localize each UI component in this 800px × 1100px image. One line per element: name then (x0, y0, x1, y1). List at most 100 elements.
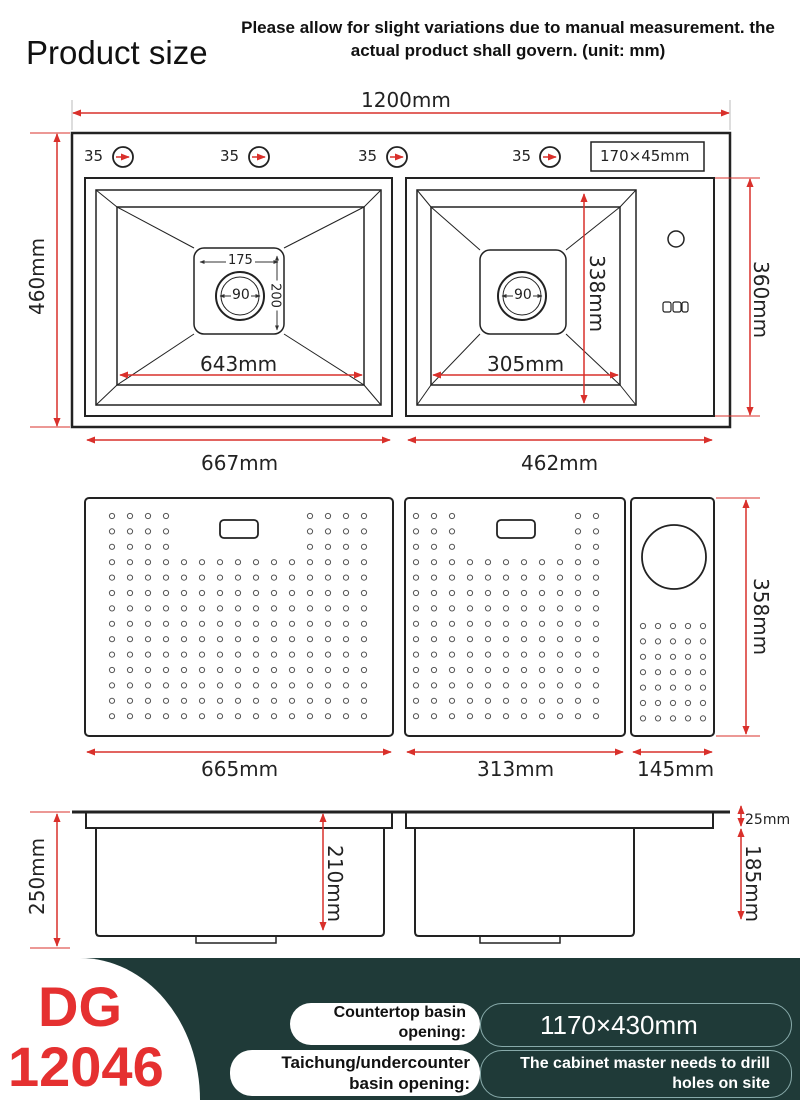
drain-hole (270, 620, 278, 627)
drain-hole (502, 574, 510, 581)
drain-hole (252, 574, 260, 581)
drain-hole (520, 574, 528, 581)
drain-hole (342, 528, 350, 535)
drain-hole (216, 589, 224, 597)
drain-hole (592, 605, 600, 612)
drain-hole (162, 697, 170, 704)
drain-hole (592, 512, 600, 520)
drain-hole (198, 713, 206, 720)
drain-hole (180, 620, 188, 627)
drain-hole (252, 636, 260, 643)
drain-hole (654, 715, 662, 722)
drain-hole (306, 559, 314, 566)
drain-hole (448, 666, 456, 674)
drain-hole (520, 682, 528, 689)
drain-hole (448, 559, 456, 566)
drain-hole (126, 697, 134, 704)
drain-hole (430, 636, 438, 643)
drain-hole (484, 605, 492, 612)
drain-hole (574, 666, 582, 674)
drain-hole (484, 636, 492, 643)
drain-hole (639, 684, 647, 691)
drain-hole (412, 589, 420, 597)
drain-hole (592, 589, 600, 597)
drain-hole (412, 620, 420, 627)
drain-hole (270, 651, 278, 658)
drain-hole (306, 512, 314, 520)
drain-hole (288, 620, 296, 627)
drain-hole (484, 574, 492, 581)
drain-hole (639, 622, 647, 630)
drain-hole (502, 589, 510, 597)
drain-hole (288, 682, 296, 689)
drain-hole (198, 697, 206, 704)
drain-hole (360, 620, 368, 627)
drain-hole (324, 605, 332, 612)
drain-hole (484, 666, 492, 674)
right-depth-label: 360mm (749, 261, 773, 339)
drain-hole (252, 589, 260, 597)
left-drain-diameter: 90 (231, 287, 251, 303)
faucet-hole-2: 35 (220, 147, 240, 165)
drain-hole (252, 682, 260, 689)
drain-hole (306, 697, 314, 704)
drain-hole (270, 636, 278, 643)
drain-hole (180, 682, 188, 689)
drain-hole (306, 666, 314, 674)
drain-hole (360, 574, 368, 581)
drain-hole (108, 620, 116, 627)
right-outer-width-label: 462mm (521, 451, 599, 475)
drain-hole (574, 620, 582, 627)
model-code-line1: DG (38, 975, 122, 1038)
drain-hole (412, 528, 420, 535)
drain-hole (484, 559, 492, 566)
drain-hole (252, 713, 260, 720)
drain-hole (484, 682, 492, 689)
drain-hole (430, 713, 438, 720)
drain-hole (288, 697, 296, 704)
drain-hole (430, 512, 438, 520)
drain-hole (466, 666, 474, 674)
drain-hole (592, 574, 600, 581)
drain-hole (556, 666, 564, 674)
drain-hole (342, 559, 350, 566)
drain-hole (342, 713, 350, 720)
drain-hole (556, 605, 564, 612)
drain-hole (592, 651, 600, 658)
faucet-hole-4: 35 (512, 147, 532, 165)
total-depth-label: 460mm (25, 237, 49, 315)
drain-hole (412, 543, 420, 550)
drain-hole (430, 574, 438, 581)
drain-hole (592, 697, 600, 704)
side-view (72, 810, 730, 944)
drain-hole (484, 589, 492, 597)
drain-hole (574, 512, 582, 520)
drain-hole (520, 559, 528, 566)
drain-hole (360, 713, 368, 720)
drain-hole (654, 669, 662, 676)
right-board-width-label: 145mm (637, 757, 715, 781)
drain-hole (412, 682, 420, 689)
row2-value-box (480, 1050, 792, 1098)
drain-hole (108, 574, 116, 581)
drain-hole (126, 589, 134, 597)
drain-boards (84, 497, 715, 737)
drain-hole (288, 636, 296, 643)
drain-hole (592, 620, 600, 627)
drain-hole (324, 651, 332, 658)
drain-hole (430, 559, 438, 566)
drain-hole (484, 713, 492, 720)
drain-hole (360, 559, 368, 566)
drain-hole (180, 713, 188, 720)
left-outer-width-label: 667mm (201, 451, 279, 475)
drain-hole (466, 697, 474, 704)
drain-hole (216, 620, 224, 627)
drain-hole (654, 653, 662, 660)
drain-hole (288, 666, 296, 674)
drain-hole (270, 605, 278, 612)
drain-hole (324, 543, 332, 550)
drain-hole (180, 559, 188, 566)
right-inner-width-label: 305mm (487, 352, 565, 376)
drain-hole (306, 713, 314, 720)
drain-hole (288, 713, 296, 720)
